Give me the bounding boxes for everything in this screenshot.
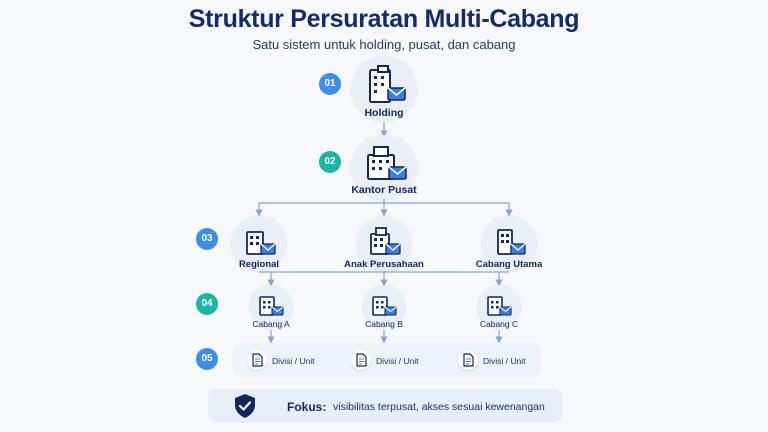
kantor-pusat-node <box>352 135 416 199</box>
page-subtitle: Satu sistem untuk holding, pusat, dan ca… <box>252 37 516 52</box>
division-b-icon-wrap <box>351 350 371 370</box>
division-b-label: Divisi / Unit <box>376 356 419 366</box>
node-label-cabang-utama: Cabang Utama <box>475 259 543 270</box>
anak-perusahaan-node <box>357 216 411 270</box>
cabang-utama-node <box>482 216 536 270</box>
node-label-anak-perusahaan: Anak Perusahaan <box>344 259 424 270</box>
division-row <box>232 343 542 377</box>
level-badge-01: 01 <box>319 73 341 95</box>
building-with-envelope-icon <box>259 296 284 316</box>
node-label-cabang-b: Cabang B <box>365 319 403 329</box>
building-with-envelope-icon <box>367 146 407 180</box>
division-c-label: Divisi / Unit <box>483 356 526 366</box>
document-icon <box>356 353 367 367</box>
shield-check-icon <box>235 394 255 418</box>
cabang-b-node <box>363 285 405 327</box>
division-c-icon-wrap <box>458 350 478 370</box>
division-a-label: Divisi / Unit <box>272 356 315 366</box>
document-icon <box>252 353 263 367</box>
building-with-envelope-icon <box>246 231 276 255</box>
cabang-c-node <box>478 285 520 327</box>
level-badge-02: 02 <box>319 151 341 173</box>
building-with-envelope-icon <box>487 296 512 316</box>
building-with-envelope-icon <box>370 227 401 255</box>
level-badge-04: 04 <box>196 293 218 315</box>
page-title: Struktur Persuratan Multi-Cabang <box>188 5 580 33</box>
node-label-kantor-pusat: Kantor Pusat <box>351 184 417 196</box>
node-label-regional: Regional <box>238 259 280 270</box>
document-icon <box>463 353 474 367</box>
node-label-holding: Holding <box>364 107 404 119</box>
node-label-cabang-c: Cabang C <box>479 319 519 329</box>
building-with-envelope-icon <box>497 229 526 255</box>
focus-text: visibilitas terpusat, akses sesuai kewen… <box>333 401 545 413</box>
level-badge-03: 03 <box>196 228 218 250</box>
division-a-icon-wrap <box>247 350 267 370</box>
building-with-envelope-icon <box>369 65 406 103</box>
node-label-cabang-a: Cabang A <box>252 319 290 329</box>
holding-node <box>352 56 416 120</box>
cabang-a-node <box>250 285 292 327</box>
focus-label: Fokus: <box>287 400 327 414</box>
building-with-envelope-icon <box>372 296 397 316</box>
regional-node <box>232 216 286 270</box>
focus-box <box>208 389 562 423</box>
level-badge-05: 05 <box>196 348 218 370</box>
